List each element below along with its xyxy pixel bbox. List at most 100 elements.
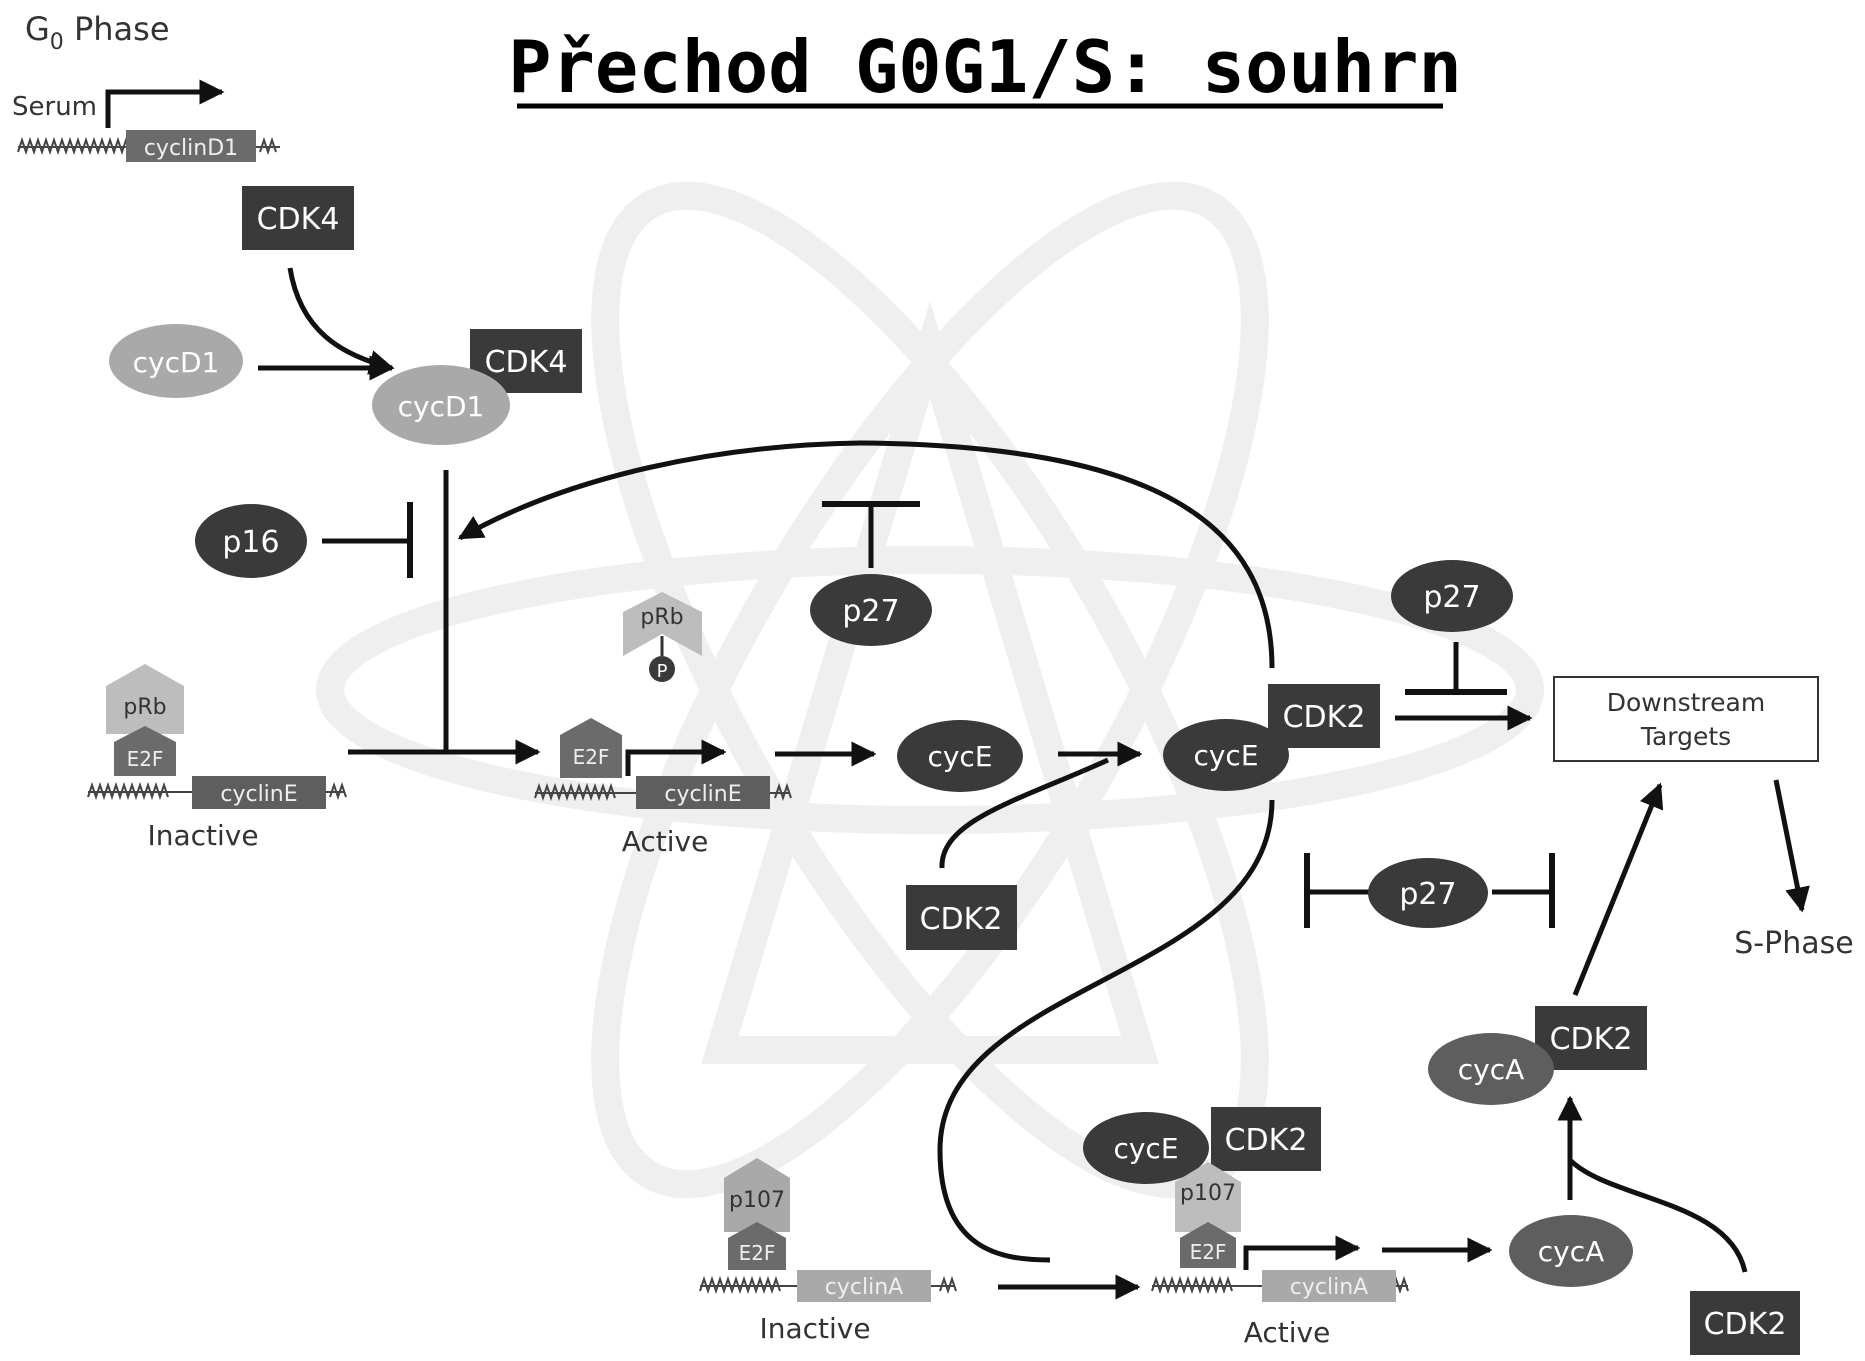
cycE-complex-oval (1163, 719, 1289, 791)
e2f-shape (114, 726, 176, 776)
cdk2-binding-curve (939, 757, 1110, 869)
cdk2-complex-label-2: CDK2 (1550, 1022, 1633, 1057)
dna-cyclinE-inactive: cyclinE (87, 776, 347, 809)
p107-active-shape (1175, 1162, 1241, 1232)
e2f-active-label: E2F (573, 745, 610, 769)
phosphate-circle (649, 656, 675, 682)
e2f-label: E2F (127, 747, 164, 771)
p27-label-3: p27 (1399, 877, 1456, 912)
phosphate-label: P (657, 661, 668, 682)
cycA-complex-oval (1428, 1033, 1554, 1105)
inactive-label-1: Inactive (147, 819, 258, 852)
p27-label-1: p27 (842, 594, 899, 629)
cycE-oval-2 (1083, 1112, 1209, 1184)
dna-strand (1151, 1275, 1233, 1295)
cdk4-box (242, 186, 354, 250)
prb-phosphorylated: pRb P (623, 592, 702, 682)
cdk4-binding-arrow (287, 267, 395, 375)
gene-label: cyclinA (825, 1275, 903, 1300)
dna-cyclinA-inactive: cyclinA (699, 1270, 957, 1302)
dna-strand (259, 136, 277, 156)
transcription-arrow-2 (1243, 1235, 1361, 1270)
active-label-2: Active (1244, 1316, 1331, 1349)
dna-strand (17, 136, 139, 156)
cycA-targets-arrow (1572, 782, 1664, 996)
e2f-active-shape-2 (1180, 1222, 1236, 1268)
cyclinA-induction-curve (937, 799, 1275, 1263)
dna-cyclinD1: cyclinD1 (17, 130, 280, 162)
cdk2-box-1 (906, 885, 1017, 950)
prb-e2f-inactive: pRb E2F (106, 664, 184, 776)
serum-label: Serum (12, 92, 97, 122)
page-title: Přechod G0G1/S: souhrn (508, 25, 1462, 109)
transcription-arrow (625, 739, 727, 776)
p16-label: p16 (222, 525, 279, 560)
serum-promoter-arrow (105, 79, 225, 128)
gene-box (192, 776, 326, 809)
downstream-targets-box (1553, 676, 1819, 762)
dna-cyclinE-active: cyclinE (534, 776, 792, 809)
cycA-oval (1509, 1215, 1633, 1287)
p27-oval-2 (1391, 560, 1513, 632)
dna-strand (534, 782, 616, 802)
cdk4-complex-label: CDK4 (485, 345, 568, 380)
gene-label: cyclinA (1290, 1275, 1368, 1300)
p107-shape (724, 1158, 790, 1232)
cdk2-box-3 (1690, 1291, 1800, 1355)
cycE-complex-label: cycE (1193, 739, 1258, 772)
gene-box (126, 130, 256, 162)
s-phase-label: S-Phase (1734, 926, 1853, 961)
cdk2-box-2 (1211, 1107, 1321, 1171)
cdk4-label: CDK4 (257, 202, 340, 237)
feedback-arc (457, 440, 1275, 669)
cdk2-binding-curve-2 (1568, 1158, 1748, 1273)
cycA-label: cycA (1538, 1235, 1605, 1268)
cycD1-complex-oval (372, 365, 510, 445)
cycD1-label: cycD1 (133, 346, 220, 379)
dna-strand (699, 1275, 781, 1295)
p107-label: p107 (729, 1188, 785, 1213)
prb-label: pRb (640, 605, 683, 630)
dna-strand (87, 781, 169, 801)
cdk2-complex-box-2 (1535, 1006, 1647, 1070)
downstream-label-2: Targets (1640, 722, 1731, 751)
p27-oval-3 (1368, 858, 1488, 928)
prb-label: pRb (123, 695, 166, 720)
cycD1-oval (109, 324, 243, 398)
e2f-label: E2F (739, 1241, 776, 1265)
s-phase-arrow (1773, 779, 1810, 913)
gene-label: cyclinE (664, 782, 741, 807)
active-label-1: Active (622, 825, 709, 858)
cycA-complex-label: cycA (1458, 1053, 1525, 1086)
cdk2-label-3: CDK2 (1704, 1307, 1787, 1342)
prb-shape (106, 664, 184, 734)
e2f-shape (728, 1222, 786, 1270)
gene-box (1262, 1270, 1396, 1302)
inactive-label-2: Inactive (759, 1312, 870, 1345)
gene-label: cyclinD1 (144, 136, 238, 161)
gene-box (636, 776, 770, 809)
e2f-active-shape (560, 718, 622, 778)
cdk2-complex-box (1268, 684, 1380, 748)
cdk2-label-2: CDK2 (1225, 1123, 1308, 1158)
p16-oval (195, 504, 307, 578)
cycE-label-2: cycE (1113, 1132, 1178, 1165)
p107-e2f-inactive: p107 E2F (724, 1158, 790, 1270)
g0-phase-label: G0 Phase (25, 10, 170, 55)
dna-strand (939, 1275, 957, 1295)
cycE-label: cycE (927, 740, 992, 773)
cdk2-label-1: CDK2 (920, 902, 1003, 937)
cdk2-complex-label: CDK2 (1283, 700, 1366, 735)
p27-oval-1 (810, 574, 932, 646)
p27-label-2: p27 (1423, 580, 1480, 615)
downstream-label-1: Downstream (1607, 688, 1765, 717)
cycD1-complex-label: cycD1 (398, 390, 485, 423)
gene-label: cyclinE (220, 782, 297, 807)
gene-box (797, 1270, 931, 1302)
prb-shape (623, 592, 702, 656)
cycE-oval (897, 720, 1023, 792)
e2f-active-label-2: E2F (1190, 1240, 1227, 1264)
p107-active-label: p107 (1180, 1181, 1236, 1206)
dna-cyclinA-active: cyclinA (1151, 1270, 1409, 1302)
